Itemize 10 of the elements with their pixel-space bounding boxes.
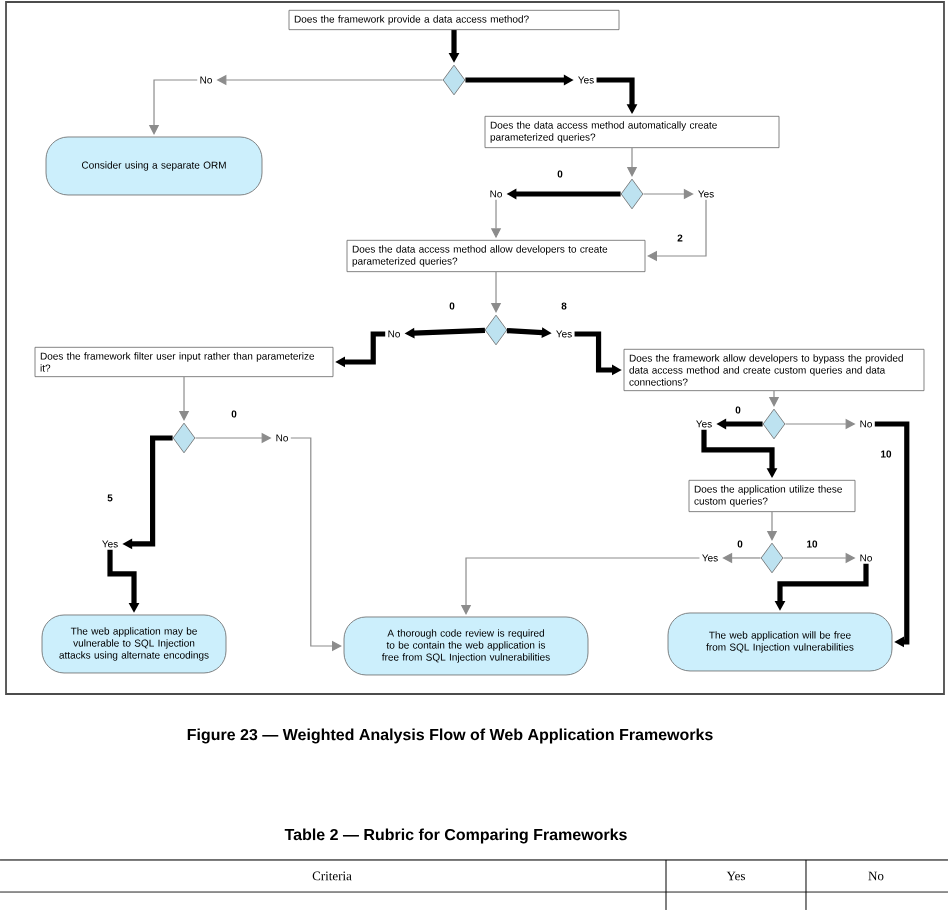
- arrow: [647, 199, 707, 262]
- decision-diamond: [484, 314, 508, 346]
- table-title: Table 2 — Rubric for Comparing Frameworks: [284, 828, 627, 844]
- decision-diamond: [442, 64, 466, 96]
- decision-diamond: [760, 542, 784, 574]
- decision-diamond: [620, 178, 644, 210]
- decision-diamond: [762, 408, 786, 440]
- decision-diamond: [172, 422, 196, 454]
- caption: Figure 23 — Weighted Analysis Flow of Web Application Frameworks: [187, 728, 713, 744]
- arrow: [874, 421, 910, 648]
